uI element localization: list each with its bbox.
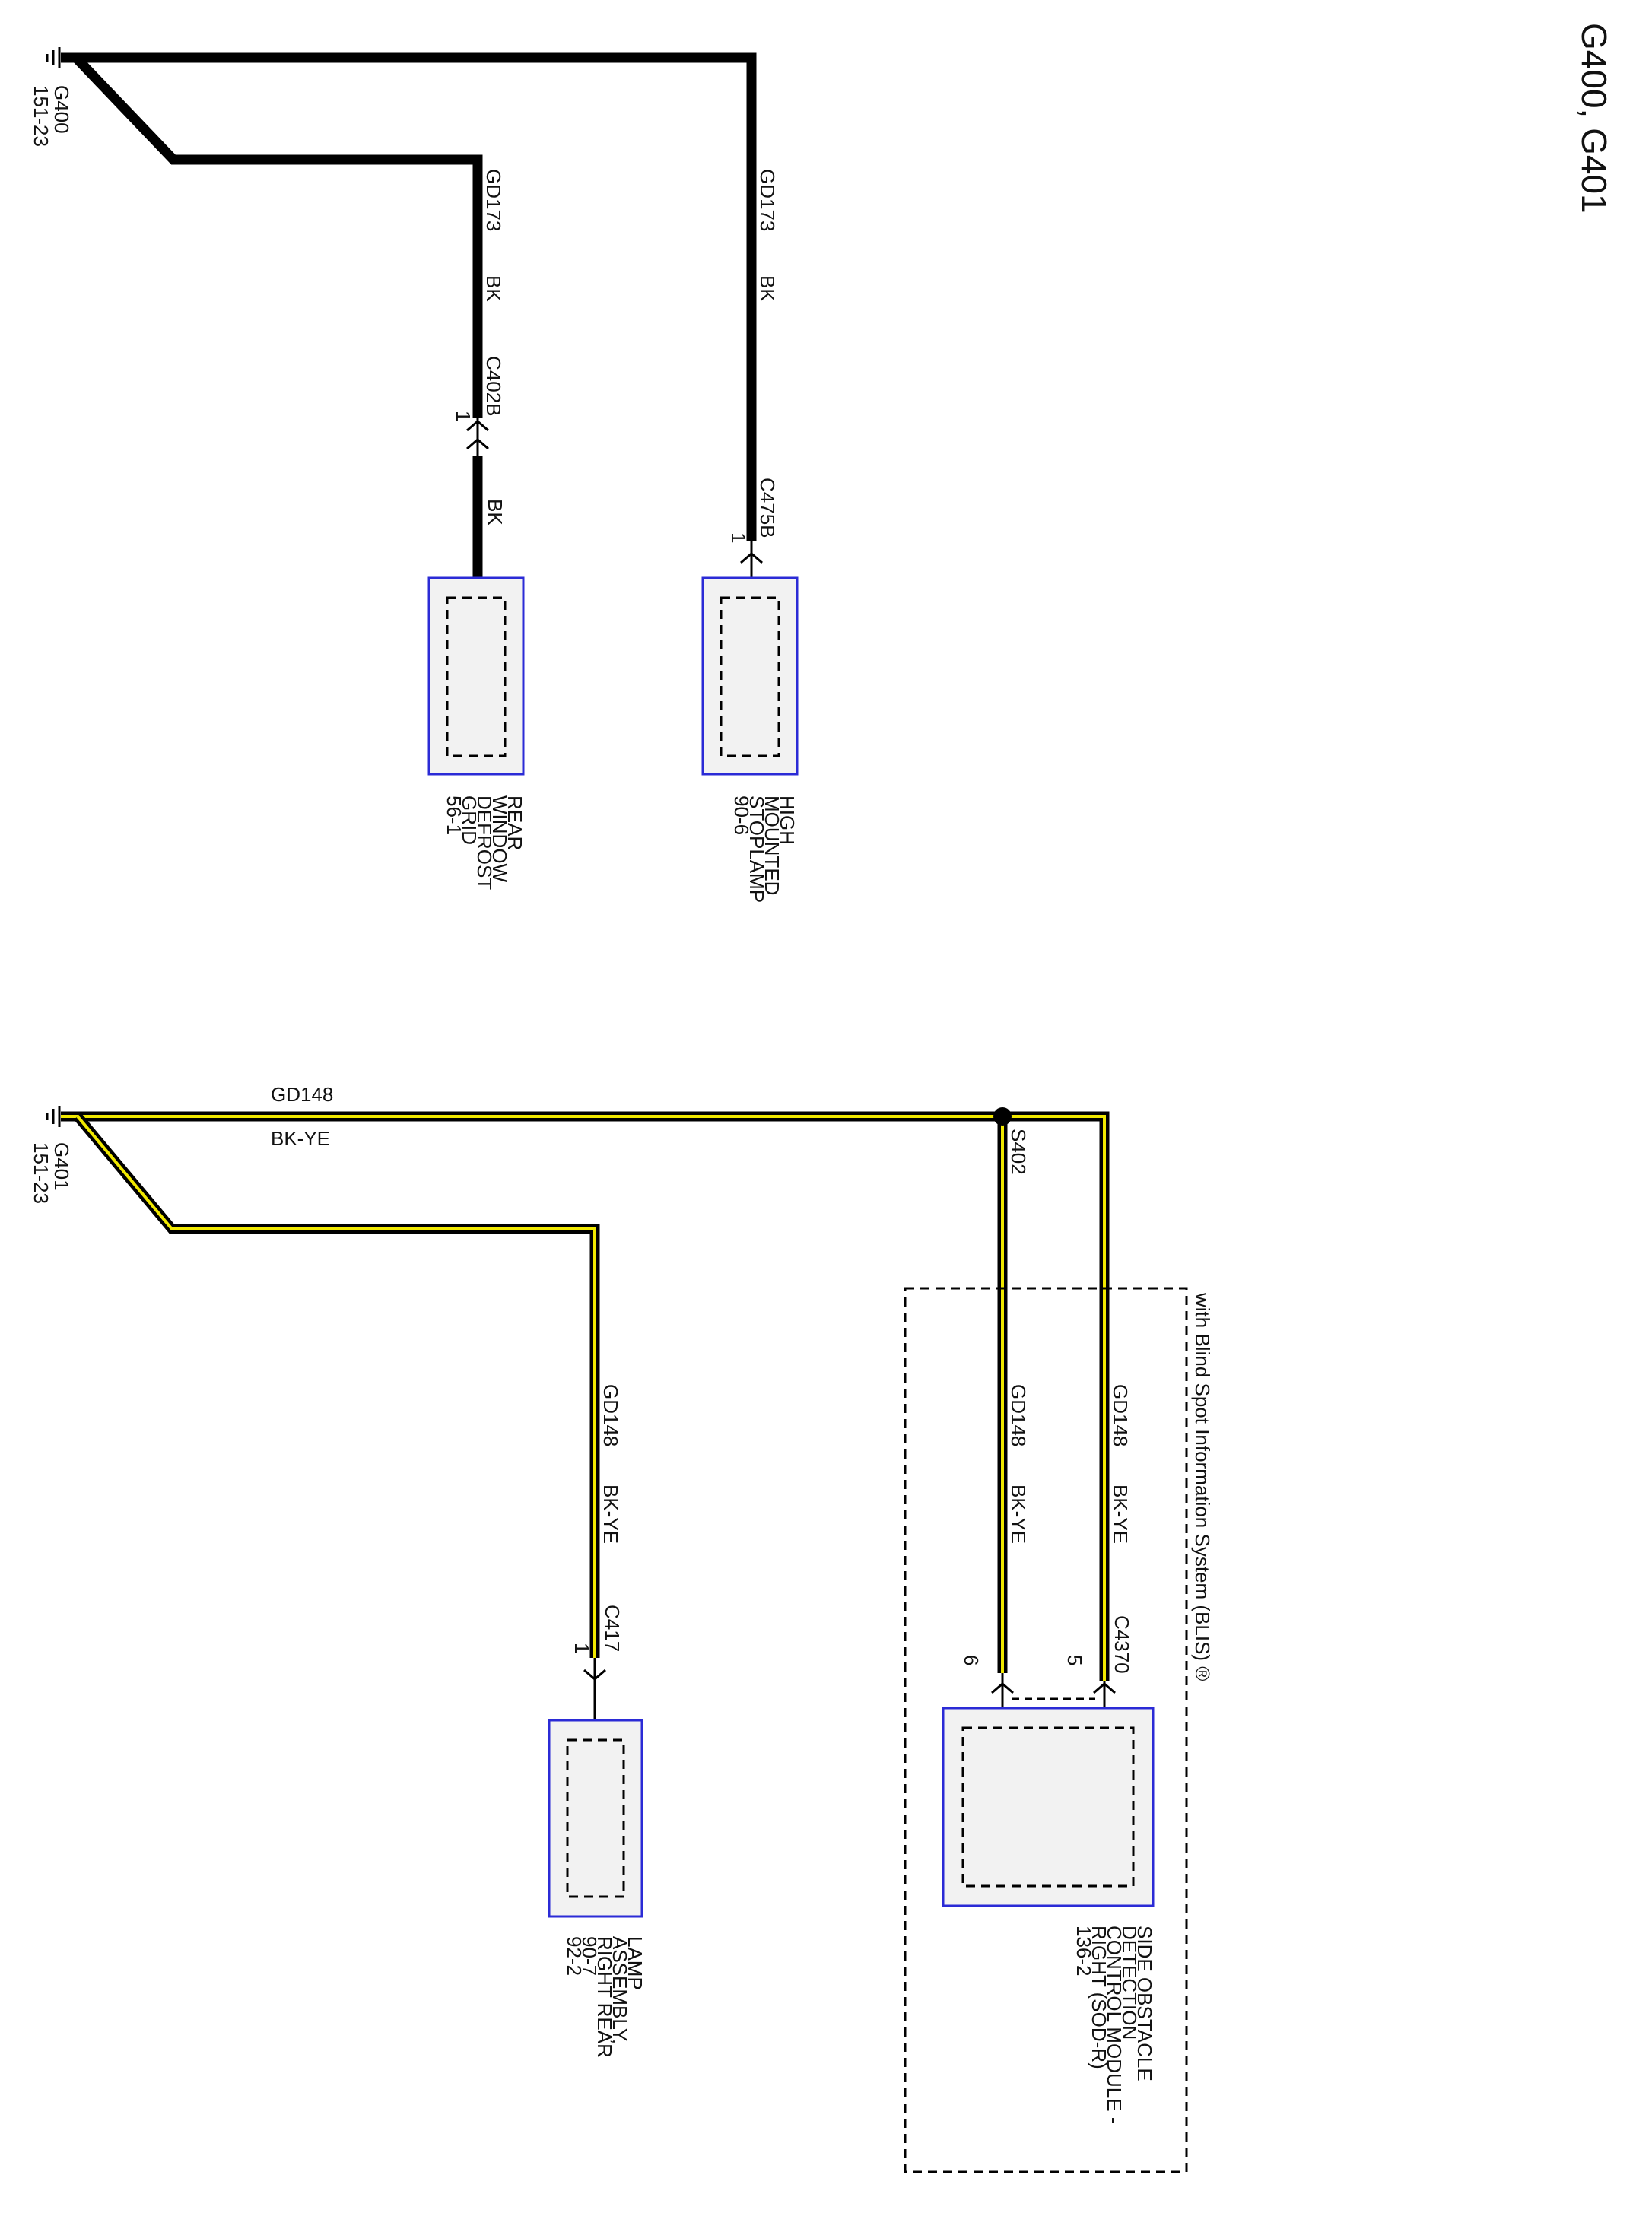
wire-defrost-circuit: GD173 [482,169,505,231]
stoplamp-label-line-2: MOUNTED [761,795,783,895]
sod-label-line-1: SIDE OBSTACLE [1133,1926,1156,2081]
sod-label-line-4: RIGHT (SOD-R) [1088,1926,1110,2069]
component-high-mounted-stoplamp [701,576,799,776]
stoplamp-label-line-1: HIGH [776,795,799,845]
defrost-label-line-4: GRID [458,795,481,845]
connector-c475b-symbol [740,541,763,578]
stoplamp-label-line-4: 90-6 [730,795,753,835]
wire-sod5-color: BK-YE [1109,1484,1132,1544]
defrost-label-line-2: WINDOW [488,795,511,883]
component-sod-r-module [942,1707,1155,1907]
lamp-label-line-2: ASSEMBLY, [608,1936,631,2044]
ground-g400-id: G400 [50,85,73,134]
component-rear-window-defrost [427,576,525,776]
stoplamp-label-line-3: STOPLAMP [745,795,768,903]
page-title: G400, G401 [1574,23,1614,214]
wire-sod5-circuit: GD148 [1109,1384,1132,1446]
wire-defrost-after-color: BK [484,499,507,525]
wire-lamp-color: BK-YE [599,1484,622,1544]
pin-c402b: 1 [452,411,475,421]
component-lamp-assembly-label: LAMP ASSEMBLY, RIGHT REAR 90-7 92-2 [563,1936,647,2058]
ground-g400-ref: 151-23 [30,85,52,147]
lamp-label-line-4: 90-7 [578,1936,601,1976]
ground-g400: G400 151-23 [30,47,73,147]
connector-c4370-symbol [991,1673,1116,1726]
lamp-label-line-3: RIGHT REAR [593,1936,616,2058]
connector-c402b: C402B [482,356,505,417]
ground-g401-id: G401 [50,1142,73,1191]
sod-label-line-2: DETECTION [1118,1926,1141,2040]
pin-c475b: 1 [727,532,750,543]
component-lamp-assembly-right-rear [548,1719,643,1918]
wire-stoplamp-color: BK [756,275,779,302]
defrost-label-line-5: 56-1 [443,795,465,835]
splice-s402-dot [993,1107,1012,1126]
pin-sod-6: 6 [960,1655,983,1665]
pin-c417: 1 [570,1643,593,1653]
ground-g401-ref: 151-23 [30,1142,52,1204]
wire-gd148-lamp [74,1113,600,1658]
sod-label-line-5: 136-2 [1072,1926,1095,1977]
sod-label-line-3: CONTROL MODULE - [1103,1926,1126,2124]
ground-g401: G401 151-23 [30,1106,73,1204]
wire-stoplamp-circuit: GD173 [756,169,779,231]
blis-option-note: with Blind Spot Information System (BLIS… [1191,1292,1214,1681]
wire-sod6-color: BK-YE [1007,1484,1030,1544]
wire-main-circuit: GD148 [271,1083,333,1106]
connector-c4370: C4370 [1110,1615,1133,1674]
component-high-mounted-stoplamp-label: HIGH MOUNTED STOPLAMP 90-6 [730,795,799,903]
blis-option-box [904,1287,1188,2173]
splice-s402-label: S402 [1007,1129,1030,1175]
wire-sod6-circuit: GD148 [1007,1384,1030,1446]
wire-gd148-main [61,1111,1110,1681]
wire-lamp-circuit: GD148 [599,1384,622,1446]
pin-sod-5: 5 [1063,1655,1086,1665]
lamp-label-line-5: 92-2 [563,1936,586,1976]
component-sod-r-label: SIDE OBSTACLE DETECTION CONTROL MODULE -… [1072,1926,1156,2124]
component-rear-window-defrost-label: REAR WINDOW DEFROST GRID 56-1 [443,795,526,890]
wire-gd173-defrost [72,54,483,418]
connector-c475b: C475B [756,478,779,538]
connector-c417-symbol [583,1658,606,1720]
wire-gd173-stoplamp [61,52,757,541]
wire-main-color: BK-YE [271,1127,330,1150]
connector-c402b-symbol [466,418,489,456]
connector-c417: C417 [601,1605,624,1652]
defrost-label-line-3: DEFROST [473,795,496,890]
defrost-label-line-1: REAR [504,795,526,850]
wire-defrost-color: BK [482,275,505,302]
lamp-label-line-1: LAMP [624,1936,647,1990]
